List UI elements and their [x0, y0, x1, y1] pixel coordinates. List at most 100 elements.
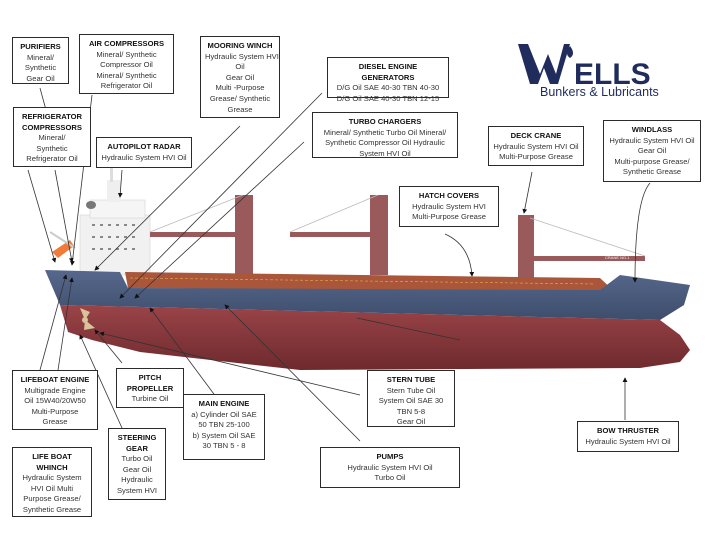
label-line: 50 TBN 25-100: [198, 420, 250, 430]
label-line: Multi-Purpose Grease: [412, 212, 486, 222]
label-line: Mineral/ Synthetic: [96, 49, 157, 59]
brand-tagline: Bunkers & Lubricants: [540, 85, 659, 99]
hull-upper: [45, 270, 690, 320]
label-title: DECK CRANE: [510, 131, 562, 140]
label-line: System HVI: [116, 485, 158, 495]
label-title: BOW THRUSTER: [596, 426, 659, 435]
label-line: Purpose Grease/: [23, 494, 81, 504]
label-line: Mineral/: [26, 52, 54, 62]
label-line: Synthetic: [36, 143, 68, 153]
label-line: Mineral/ Synthetic: [96, 70, 157, 80]
label-line: Turbine Oil: [131, 394, 169, 404]
label-line: Grease/ Synthetic: [209, 93, 271, 103]
deck-cranes: [149, 194, 646, 287]
label-line: Gear Oil: [122, 464, 152, 474]
label-line: Hydraulic System HVI Oil: [585, 436, 671, 446]
label-title: PURIFIERS: [20, 42, 61, 51]
label-line: System HVI Oil: [359, 148, 411, 158]
label-line: Multigrade Engine: [24, 385, 86, 395]
label-line: Turbo Oil: [374, 473, 406, 483]
label-line: TBN 5-8: [396, 406, 426, 416]
svg-text:ELLS: ELLS: [574, 58, 651, 91]
label-line: Multi-Purpose: [31, 406, 79, 416]
crane-name: CRANE NO.1: [605, 255, 630, 260]
label-line: Hydraulic System HVI: [205, 51, 279, 61]
label-title: PITCH PROPELLER: [126, 373, 174, 393]
label-line: Hydraulic System HVI Oil: [347, 462, 433, 472]
propeller: [80, 308, 95, 330]
label-line: Refrigerator Oil: [100, 81, 153, 91]
hull-lower: [60, 305, 690, 370]
label-title: TURBO CHARGERS: [348, 117, 422, 126]
label-line: Grease: [227, 104, 253, 114]
label-line: Multi-purpose Grease/: [614, 156, 690, 166]
label-line: Compressor Oil: [100, 60, 153, 70]
label-line: Hydraulic System HVI: [412, 201, 486, 211]
label-title: MOORING WINCH: [207, 41, 273, 50]
label-line: Synthetic Grease: [622, 167, 682, 177]
label-line: Gear Oil: [26, 73, 55, 83]
label-line: Hydraulic System: [22, 473, 82, 483]
leader-lines: [27, 87, 651, 442]
label-title: AUTOPILOT RADAR: [107, 142, 181, 151]
label-title: STEERING GEAR: [117, 433, 157, 453]
label-line: System Oil SAE 30: [378, 396, 444, 406]
superstructure: [79, 168, 151, 276]
label-title: LIFE BOAT WHINCH: [32, 452, 72, 472]
label-line: Hydraulic System HVI Oil: [101, 152, 187, 162]
label-title: MAIN ENGINE: [198, 399, 250, 408]
label-title: REFRIGERATOR COMPRESSORS: [21, 112, 83, 132]
label-line: 30 TBN 5 - 8: [202, 441, 246, 451]
label-title: LIFEBOAT ENGINE: [20, 375, 90, 384]
label-title: DIESEL ENGINE GENERATORS: [358, 62, 418, 82]
label-line: D/G Oil SAE 40-30 TBN 40-30: [336, 83, 440, 93]
label-line: Synthetic Compressor Oil Hydraulic: [325, 138, 445, 148]
label-line: Refrigerator Oil: [26, 154, 78, 164]
label-line: Oil: [235, 62, 245, 72]
label-line: D/G Oil SAE 40-30 TBN 12-15: [336, 93, 440, 103]
label-line: Hydraulic System HVI Oil: [493, 141, 579, 151]
label-line: Oil 15W40/20W50: [24, 396, 86, 406]
label-title: PUMPS: [376, 452, 404, 461]
label-line: Mineral/ Synthetic Turbo Oil Mineral/: [323, 127, 447, 137]
label-line: Multi-Purpose Grease: [499, 152, 573, 162]
label-title: HATCH COVERS: [418, 191, 480, 200]
label-line: Turbo Oil: [121, 454, 153, 464]
label-line: Gear Oil: [637, 146, 667, 156]
label-title: STERN TUBE: [386, 375, 436, 384]
label-line: Hydraulic System HVI Oil: [609, 135, 695, 145]
label-line: HVI Oil Multi: [30, 483, 74, 493]
label-line: Synthetic Grease: [22, 504, 82, 514]
label-line: a) Cylinder Oil SAE: [191, 409, 257, 419]
label-line: Stern Tube Oil: [386, 385, 436, 395]
label-line: Multi -Purpose: [215, 83, 265, 93]
label-line: b) System Oil SAE: [192, 430, 256, 440]
wells-logo: ELLS: [518, 44, 651, 91]
hatch-covers: [125, 272, 615, 292]
label-title: AIR COMPRESSORS: [88, 39, 165, 48]
label-line: Gear Oil: [225, 72, 255, 82]
label-title: WINDLASS: [631, 125, 673, 134]
label-line: Gear Oil: [396, 417, 426, 427]
label-line: Synthetic: [24, 63, 57, 73]
label-line: Grease: [42, 417, 68, 427]
